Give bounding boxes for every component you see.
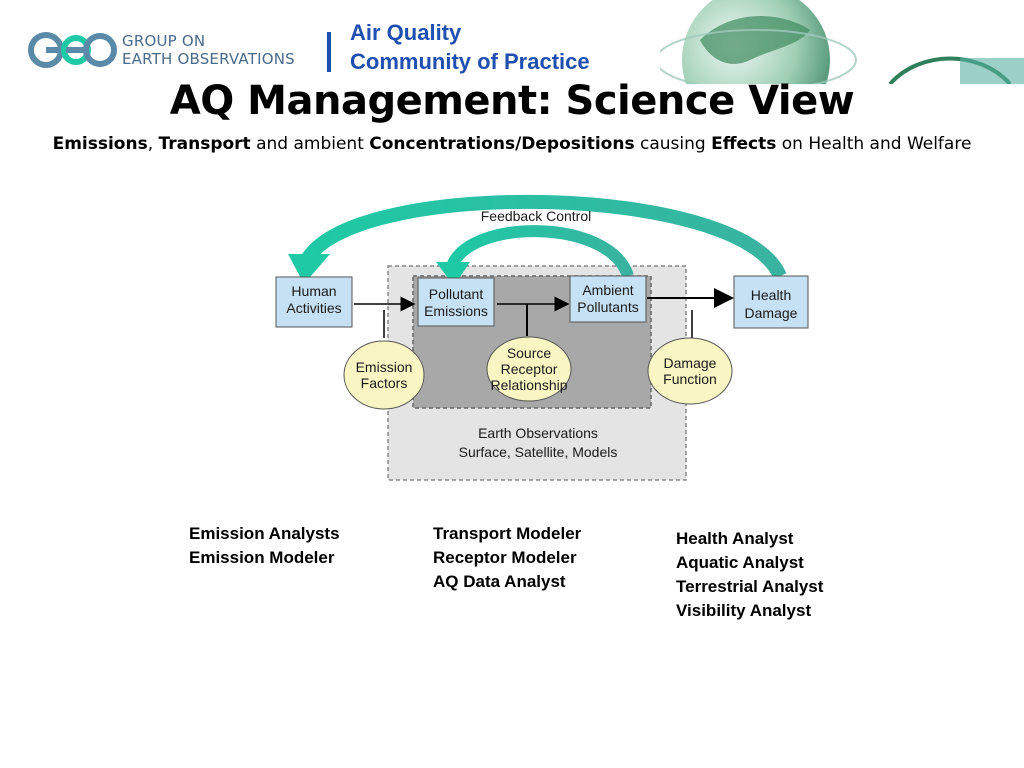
role-item: Health Analyst: [676, 529, 794, 548]
subtitle-effects: Effects: [711, 134, 777, 154]
subtitle-comma: ,: [147, 134, 154, 154]
human-activities-line1: Human: [291, 283, 336, 299]
subtitle-concentrations: Concentrations/Depositions: [369, 134, 635, 154]
feedback-control-label: Feedback Control: [481, 208, 592, 224]
science-view-diagram: Feedback Control Human Activities Pollut…: [275, 194, 809, 481]
damage-function-line2: Function: [663, 371, 717, 387]
earth-observations-subtitle: Surface, Satellite, Models: [459, 444, 618, 460]
pollutant-emissions-line1: Pollutant: [429, 286, 484, 302]
source-receptor-line1: Source: [507, 345, 552, 361]
human-activities-node: Human Activities: [275, 276, 353, 328]
effects-roles-list: Health Analyst Aquatic Analyst Terrestri…: [676, 527, 823, 623]
feedback-control-arrow: [302, 194, 787, 280]
subtitle-tail: on Health and Welfare: [776, 134, 972, 154]
health-damage-line1: Health: [751, 287, 791, 303]
role-item: Emission Analysts: [189, 524, 340, 543]
role-item: AQ Data Analyst: [433, 572, 566, 591]
subtitle-causing: causing: [634, 134, 712, 154]
role-item: Terrestrial Analyst: [676, 577, 824, 596]
page-title: AQ Management: Science View: [169, 78, 855, 124]
damage-function-node: Damage Function: [647, 337, 733, 405]
org-name: GROUP ON EARTH OBSERVATIONS: [122, 32, 295, 68]
cop-line2: Community of Practice: [350, 49, 590, 74]
emission-roles-list: Emission Analysts Emission Modeler: [189, 522, 340, 570]
source-receptor-node: Source Receptor Relationship: [486, 336, 572, 402]
damage-function-line1: Damage: [664, 355, 717, 371]
earth-observations-title: Earth Observations: [478, 425, 598, 441]
page-subtitle: Emissions, Transport and ambient Concent…: [0, 134, 1024, 154]
source-receptor-line2: Receptor: [501, 361, 558, 377]
emission-factors-line2: Factors: [361, 375, 408, 391]
header-divider: [327, 32, 331, 72]
geo-logo-icon: [28, 32, 117, 68]
inner-feedback-arrow: [446, 225, 634, 279]
ambient-pollutants-node: Ambient Pollutants: [569, 275, 647, 323]
health-damage-node: Health Damage: [733, 275, 809, 329]
org-name-line2: EARTH OBSERVATIONS: [122, 50, 295, 68]
subtitle-and-ambient: and ambient: [250, 134, 370, 154]
feedback-control-arrowhead: [288, 254, 330, 284]
emission-factors-node: Emission Factors: [343, 340, 425, 410]
pollutant-emissions-line2: Emissions: [424, 303, 488, 319]
ambient-pollutants-line1: Ambient: [582, 282, 633, 298]
emission-factors-line1: Emission: [356, 359, 413, 375]
source-receptor-line3: Relationship: [490, 377, 567, 393]
role-item: Receptor Modeler: [433, 548, 577, 567]
role-item: Aquatic Analyst: [676, 553, 804, 572]
role-item: Emission Modeler: [189, 548, 335, 567]
globe-icon: [660, 0, 1024, 84]
org-name-line1: GROUP ON: [122, 32, 206, 50]
subtitle-emissions: Emissions: [52, 134, 148, 154]
pollutant-emissions-node: Pollutant Emissions: [417, 277, 495, 327]
community-of-practice-title: Air Quality Community of Practice: [350, 18, 590, 76]
transport-roles-list: Transport Modeler Receptor Modeler AQ Da…: [433, 522, 581, 594]
health-damage-line2: Damage: [745, 305, 798, 321]
inner-feedback-arrowhead: [436, 262, 470, 286]
subtitle-transport: Transport: [158, 134, 251, 154]
cop-line1: Air Quality: [350, 20, 462, 45]
role-item: Visibility Analyst: [676, 601, 812, 620]
human-activities-line2: Activities: [286, 300, 341, 316]
role-item: Transport Modeler: [433, 524, 582, 543]
ambient-pollutants-line2: Pollutants: [577, 299, 638, 315]
